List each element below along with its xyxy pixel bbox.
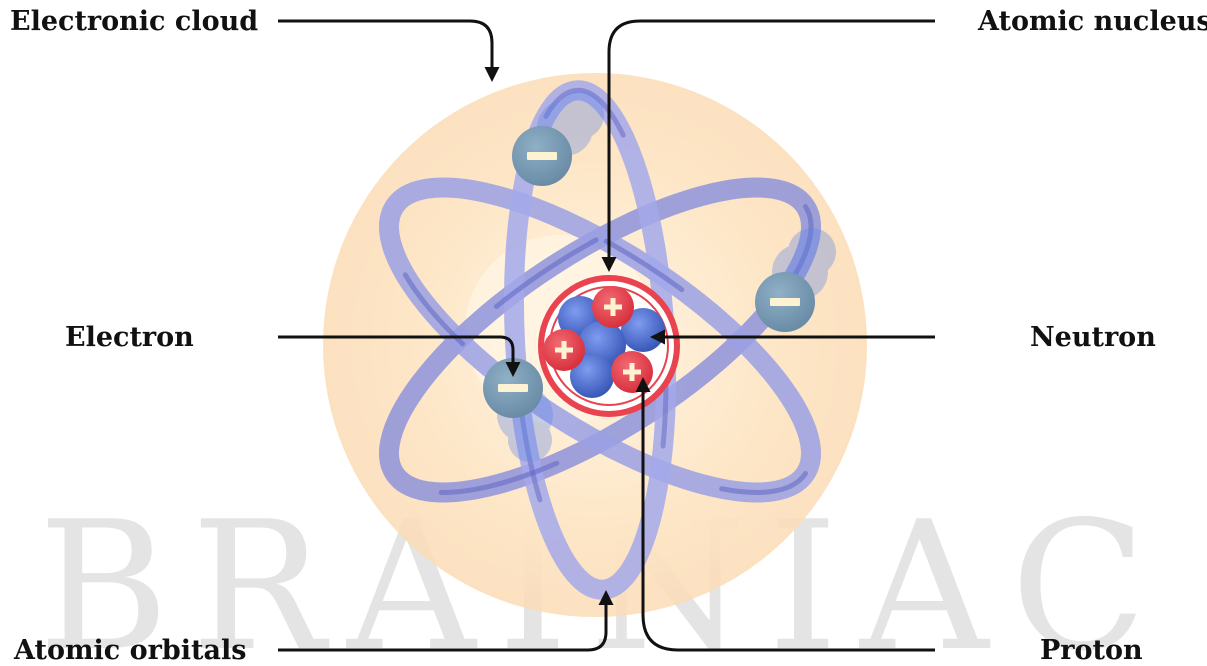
proton [592,286,634,328]
atomic-nucleus [541,278,677,414]
label-neutron: Neutron [1030,324,1156,351]
label-electronic-cloud: Electronic cloud [10,8,258,35]
label-atomic-nucleus: Atomic nucleus [978,8,1207,35]
proton [611,351,653,393]
electron-1 [512,126,572,186]
electron-2 [755,272,815,332]
label-atomic-orbitals: Atomic orbitals [14,637,246,664]
leader-electronic-cloud [278,21,492,76]
label-proton: Proton [1040,637,1143,664]
label-electron: Electron [65,324,194,351]
proton [543,329,585,371]
